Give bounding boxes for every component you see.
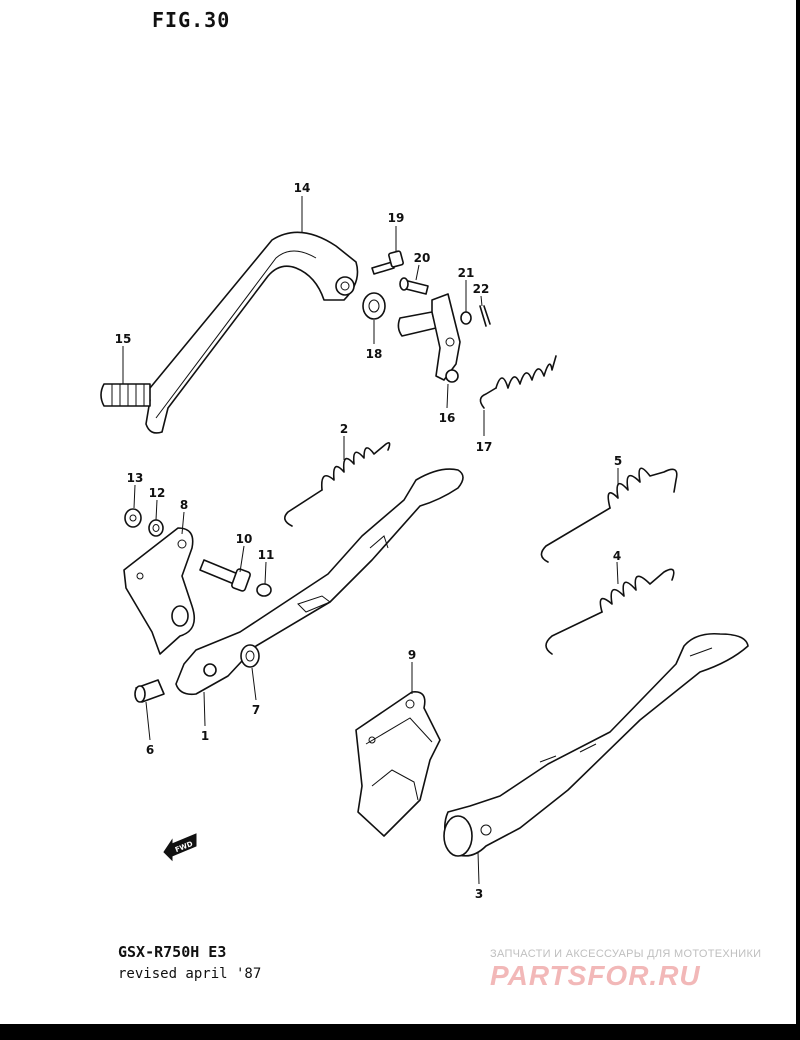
model-code: GSX-R750H E3 (118, 943, 227, 961)
callout-4: 4 (613, 549, 621, 563)
callout-22: 22 (473, 282, 490, 296)
revision-note: revised april '87 (118, 966, 262, 982)
spring-4 (545, 568, 675, 655)
pedal-rubber (100, 383, 151, 407)
right-border (796, 0, 800, 1024)
cotter-pin-22 (479, 305, 491, 327)
bracket-8 (123, 527, 196, 655)
bush-7 (240, 644, 260, 668)
callout-labels: 14 19 20 21 22 15 18 16 17 2 5 13 12 8 1… (115, 181, 623, 901)
bracket-9 (355, 691, 441, 837)
callout-15: 15 (115, 332, 132, 346)
bolt-6 (134, 679, 165, 703)
center-stand (443, 632, 749, 857)
bolt-10 (199, 559, 251, 592)
callout-7: 7 (252, 703, 260, 717)
callout-19: 19 (388, 211, 405, 225)
callout-14: 14 (294, 181, 311, 195)
callout-8: 8 (180, 498, 188, 512)
figure-title: FIG.30 (152, 8, 231, 32)
callout-10: 10 (236, 532, 253, 546)
callout-21: 21 (458, 266, 475, 280)
cap-11 (256, 583, 272, 597)
spring-5 (540, 467, 678, 563)
lever-16 (397, 293, 461, 383)
nut-13 (124, 508, 142, 528)
watermark-logo: PARTSFOR.RU (490, 960, 701, 991)
bottom-border (0, 1024, 800, 1040)
washer-21 (460, 311, 472, 325)
callout-12: 12 (149, 486, 166, 500)
callout-18: 18 (366, 347, 383, 361)
leader-lines (122, 196, 619, 885)
side-stand (175, 468, 464, 696)
bolt-19 (371, 250, 404, 275)
spring-17 (479, 355, 557, 409)
pin-20 (399, 277, 429, 295)
washer-12 (148, 519, 164, 537)
callout-1: 1 (201, 729, 209, 743)
callout-6: 6 (146, 743, 154, 757)
callout-5: 5 (614, 454, 622, 468)
callout-11: 11 (258, 548, 275, 562)
fwd-direction-marker (163, 833, 197, 862)
brake-pedal-arm (107, 231, 359, 434)
washer-18 (362, 292, 386, 320)
callout-9: 9 (408, 648, 416, 662)
watermark-caption: ЗАПЧАСТИ И АКСЕССУАРЫ ДЛЯ МОТОТЕХНИКИ (490, 948, 762, 960)
callout-3: 3 (475, 887, 483, 901)
callout-17: 17 (476, 440, 493, 454)
spring-2 (284, 442, 391, 527)
callout-16: 16 (439, 411, 456, 425)
callout-13: 13 (127, 471, 144, 485)
callout-20: 20 (414, 251, 431, 265)
callout-2: 2 (340, 422, 348, 436)
